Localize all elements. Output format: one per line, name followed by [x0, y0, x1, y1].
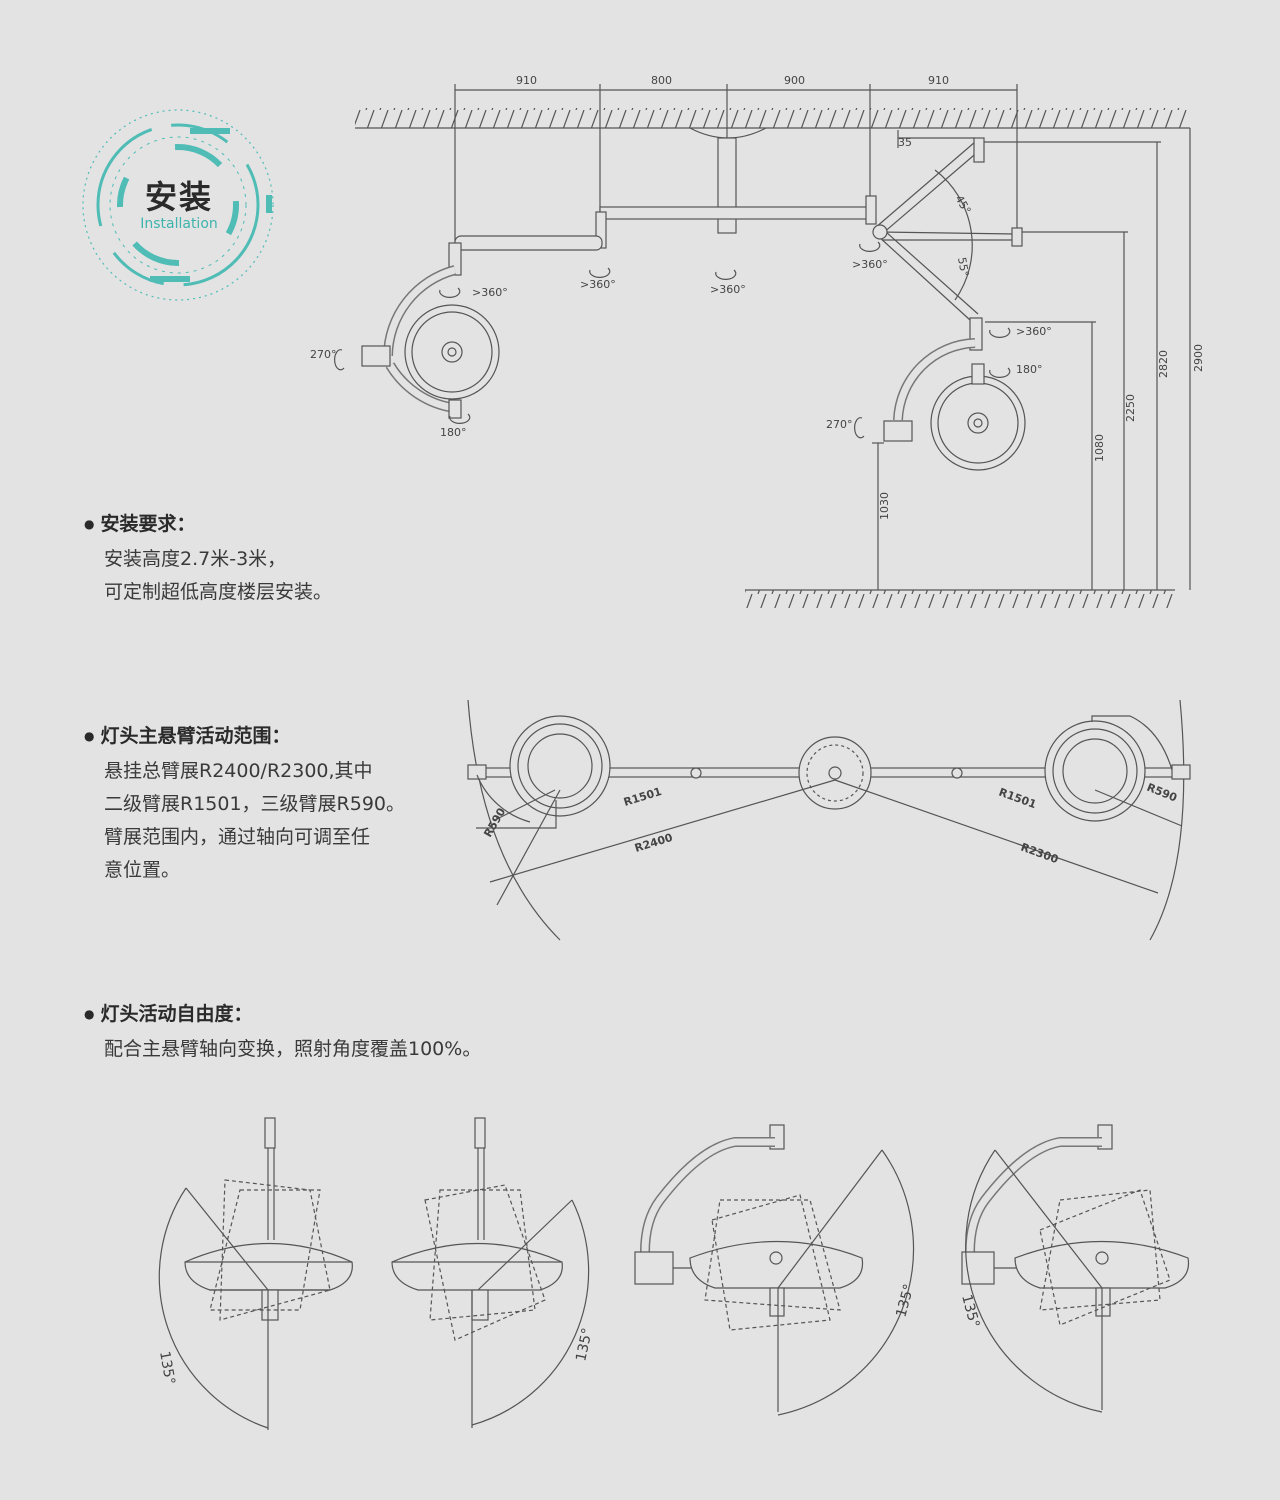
- angle-135-4: 135°: [958, 1293, 982, 1330]
- height-2820: 2820: [1157, 350, 1170, 378]
- lamp-angle-4: [961, 1124, 1190, 1413]
- section1-line-1: 安装高度2.7米-3米，: [104, 548, 287, 570]
- lamp-angle-3: [634, 1124, 915, 1416]
- section-arm-range: 灯头主悬臂活动范围： 悬挂总臂展R2400/R2300,其中 二级臂展R1501…: [84, 720, 405, 887]
- angle-135-2: 135°: [573, 1327, 596, 1363]
- section2-line-3: 臂展范围内，通过轴向可调至任: [104, 826, 371, 848]
- range-r590-right: R590: [1145, 781, 1179, 805]
- section2-line-1: 悬挂总臂展R2400/R2300,其中: [104, 760, 373, 782]
- install-diagram: [334, 84, 1191, 608]
- section2-line-4: 意位置。: [104, 859, 181, 881]
- range-r2300: R2300: [1019, 841, 1060, 867]
- height-2900: 2900: [1192, 344, 1205, 372]
- rot-label-7: 180°: [440, 426, 467, 439]
- angle-diagrams: [158, 1117, 1190, 1430]
- range-r2400: R2400: [633, 831, 675, 855]
- rot-label-5: >360°: [1016, 325, 1052, 338]
- rot-label-4: >360°: [852, 258, 888, 271]
- height-1080: 1080: [1093, 434, 1106, 462]
- range-diagram: [467, 699, 1191, 941]
- rot-label-9: 270°: [826, 418, 853, 431]
- badge-title: 安装: [144, 178, 213, 216]
- section3-line-1: 配合主悬臂轴向变换，照射角度覆盖100%。: [104, 1038, 482, 1060]
- range-r1501-right: R1501: [997, 786, 1038, 812]
- rot-label-1: >360°: [472, 286, 508, 299]
- height-2250: 2250: [1124, 394, 1137, 422]
- top-dim-3: 900: [784, 74, 805, 87]
- rot-label-3: >360°: [710, 283, 746, 296]
- installation-badge-icon: [82, 109, 274, 301]
- range-r1501-left: R1501: [622, 785, 663, 809]
- range-r590-left: R590: [481, 805, 508, 839]
- height-1030: 1030: [878, 492, 891, 520]
- angle-label-1: 45°: [952, 193, 973, 216]
- lamp-angle-1: [158, 1117, 353, 1430]
- section2-line-2: 二级臂展R1501，三级臂展R590。: [104, 793, 406, 815]
- rot-label-2: >360°: [580, 278, 616, 291]
- top-dim-1: 910: [516, 74, 537, 87]
- top-dim-4: 910: [928, 74, 949, 87]
- angle-135-3: 135°: [893, 1282, 917, 1319]
- angle-label-2: 55°: [955, 256, 971, 277]
- section-lamp-freedom: 灯头活动自由度： 配合主悬臂轴向变换，照射角度覆盖100%。: [84, 998, 481, 1066]
- badge-subtitle: Installation: [140, 216, 218, 232]
- angle-135-1: 135°: [156, 1350, 178, 1386]
- section-install-requirements: 安装要求： 安装高度2.7米-3米， 可定制超低高度楼层安装。: [84, 508, 332, 609]
- rot-label-6: 270°: [310, 348, 337, 361]
- section1-line-2: 可定制超低高度楼层安装。: [104, 581, 333, 603]
- small-dim: 35: [898, 136, 912, 149]
- section3-heading: 灯头活动自由度：: [84, 998, 481, 1033]
- top-dim-2: 800: [651, 74, 672, 87]
- section1-heading: 安装要求：: [84, 508, 332, 543]
- lamp-angle-2: [391, 1117, 590, 1428]
- section2-heading: 灯头主悬臂活动范围：: [84, 720, 405, 755]
- rot-label-8: 180°: [1016, 363, 1043, 376]
